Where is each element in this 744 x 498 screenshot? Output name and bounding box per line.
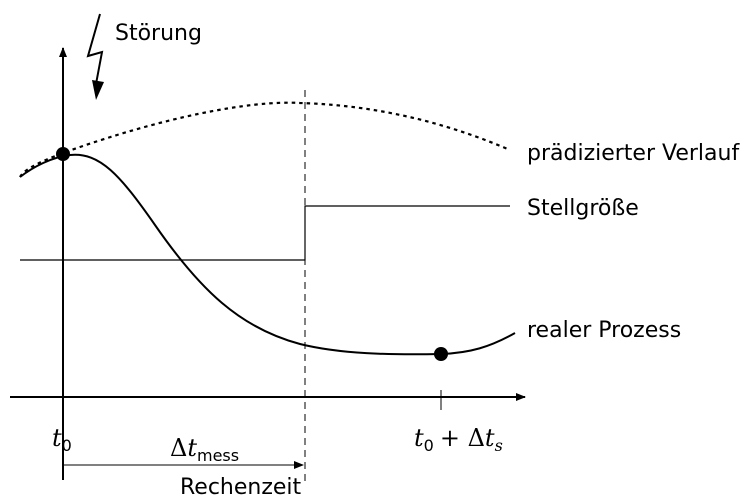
ts-label: t0+ Δts bbox=[414, 424, 503, 455]
t0-label: t0 bbox=[52, 424, 72, 455]
predicted-curve bbox=[19, 101, 511, 178]
disturbance-label: Störung bbox=[115, 21, 202, 46]
compute-time-label: Rechenzeit bbox=[180, 475, 302, 498]
real-process-label: realer Prozess bbox=[527, 318, 681, 343]
delta-t-mess-label: Δtmess bbox=[170, 434, 239, 465]
lightning-icon bbox=[86, 13, 104, 85]
real-process-curve bbox=[19, 153, 516, 356]
start-point-marker bbox=[56, 147, 70, 161]
end-point-marker bbox=[434, 347, 448, 361]
control-label: Stellgröße bbox=[527, 196, 639, 221]
predicted-label: prädizierter Verlauf bbox=[527, 141, 740, 166]
control-step-line bbox=[20, 205, 510, 261]
lightning-arrowhead bbox=[92, 80, 104, 100]
